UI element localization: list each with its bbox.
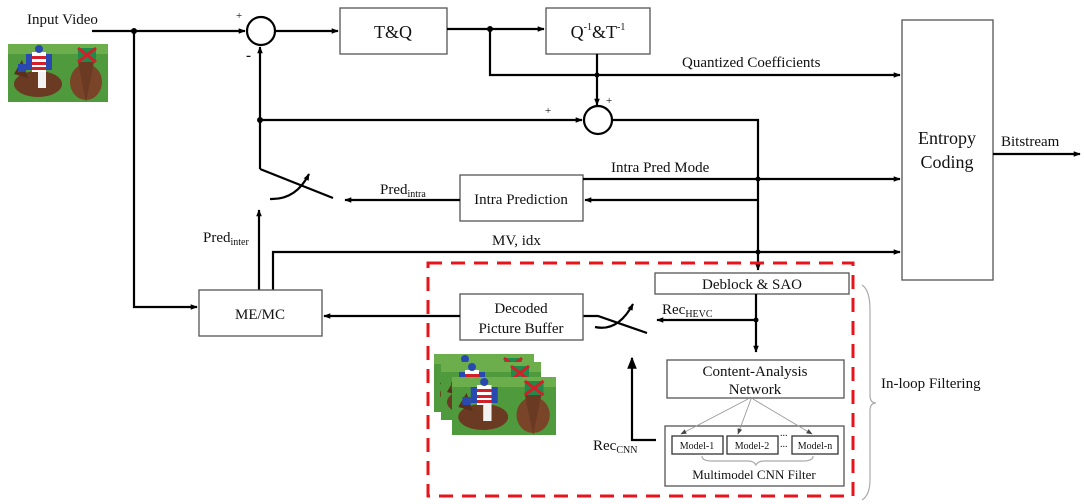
me-mc-block <box>198 289 323 337</box>
bitstream-label: Bitstream <box>1001 134 1060 150</box>
content-analysis-network-block <box>666 359 845 399</box>
subtractor-plus-sign: + <box>236 10 242 22</box>
me-mc-label: ME/MC <box>235 307 285 323</box>
mode-switch-blade[interactable] <box>259 167 334 200</box>
subtractor-minus-sign: - <box>246 48 251 64</box>
can-label-2: Network <box>729 382 782 398</box>
mv-idx-label: MV, idx <box>492 233 541 249</box>
rec-cnn-label: RecCNN <box>593 438 637 456</box>
in-loop-brace <box>861 284 877 501</box>
dpb-label-2: Picture Buffer <box>478 321 563 337</box>
pred-intra-label: Predintra <box>380 182 426 200</box>
multimodel-cnn-filter-label: Multimodel CNN Filter <box>692 467 816 482</box>
mv-idx-wire <box>271 249 901 290</box>
dpb-label-1: Decoded <box>494 301 548 317</box>
decoded-frames-stack <box>432 352 558 437</box>
adder-node <box>582 104 614 136</box>
filter-switch-arc[interactable] <box>594 303 634 329</box>
inverse-tq-block <box>545 7 651 55</box>
adder-plus-left: + <box>545 105 551 117</box>
entropy-coding-block <box>901 19 994 281</box>
subtractor-node <box>245 15 277 47</box>
deblock-sao-block <box>654 272 850 295</box>
entropy-coding-label-2: Coding <box>920 152 973 172</box>
input-video-label: Input Video <box>27 12 98 28</box>
model-2-box <box>726 435 779 455</box>
can-to-modeln-link <box>752 398 813 435</box>
quantized-coefficients-wire <box>488 29 901 78</box>
in-loop-filtering-region <box>426 261 855 498</box>
model-n-label: Model-n <box>798 441 832 452</box>
in-loop-filtering-label: In-loop Filtering <box>881 376 981 392</box>
reconstruction-wire <box>612 118 761 271</box>
intra-prediction-block <box>459 174 584 222</box>
models-ellipsis-mid: ... <box>780 439 788 450</box>
models-brace <box>701 455 814 467</box>
can-to-model2-link <box>737 398 752 435</box>
model-n-box <box>791 435 839 455</box>
tq-label: T&Q <box>374 22 412 42</box>
model-1-label: Model-1 <box>680 441 714 452</box>
rec-hevc-label: RecHEVC <box>662 302 713 320</box>
models-ellipsis-top: ... <box>780 428 788 439</box>
input-to-memc-wire <box>132 31 198 310</box>
mv-junction <box>755 249 761 255</box>
rec-cnn-wire <box>627 356 656 442</box>
deblock-sao-label: Deblock & SAO <box>702 277 802 293</box>
intra-pred-mode-label: Intra Pred Mode <box>611 160 710 176</box>
decoded-picture-buffer-block <box>459 293 584 341</box>
adder-plus-top: + <box>606 95 612 107</box>
pred-inter-label: Predinter <box>203 230 249 248</box>
coeff-junction <box>594 72 600 78</box>
quantized-coefficients-label: Quantized Coefficients <box>682 55 821 71</box>
intra-prediction-label: Intra Prediction <box>474 192 568 208</box>
can-label-1: Content-Analysis <box>703 364 808 380</box>
model-2-label: Model-2 <box>735 441 769 452</box>
can-to-model1-link <box>680 398 749 435</box>
entropy-coding-label-1: Entropy <box>918 128 976 148</box>
filter-switch-blade[interactable] <box>583 314 648 335</box>
tq-block <box>339 7 448 55</box>
model-1-box <box>671 435 724 455</box>
input-video-frame <box>6 42 110 104</box>
inverse-tq-label: Q-1&T-1 <box>571 22 626 42</box>
mode-switch-arc[interactable] <box>269 173 310 201</box>
intra-mode-junction <box>755 176 761 182</box>
